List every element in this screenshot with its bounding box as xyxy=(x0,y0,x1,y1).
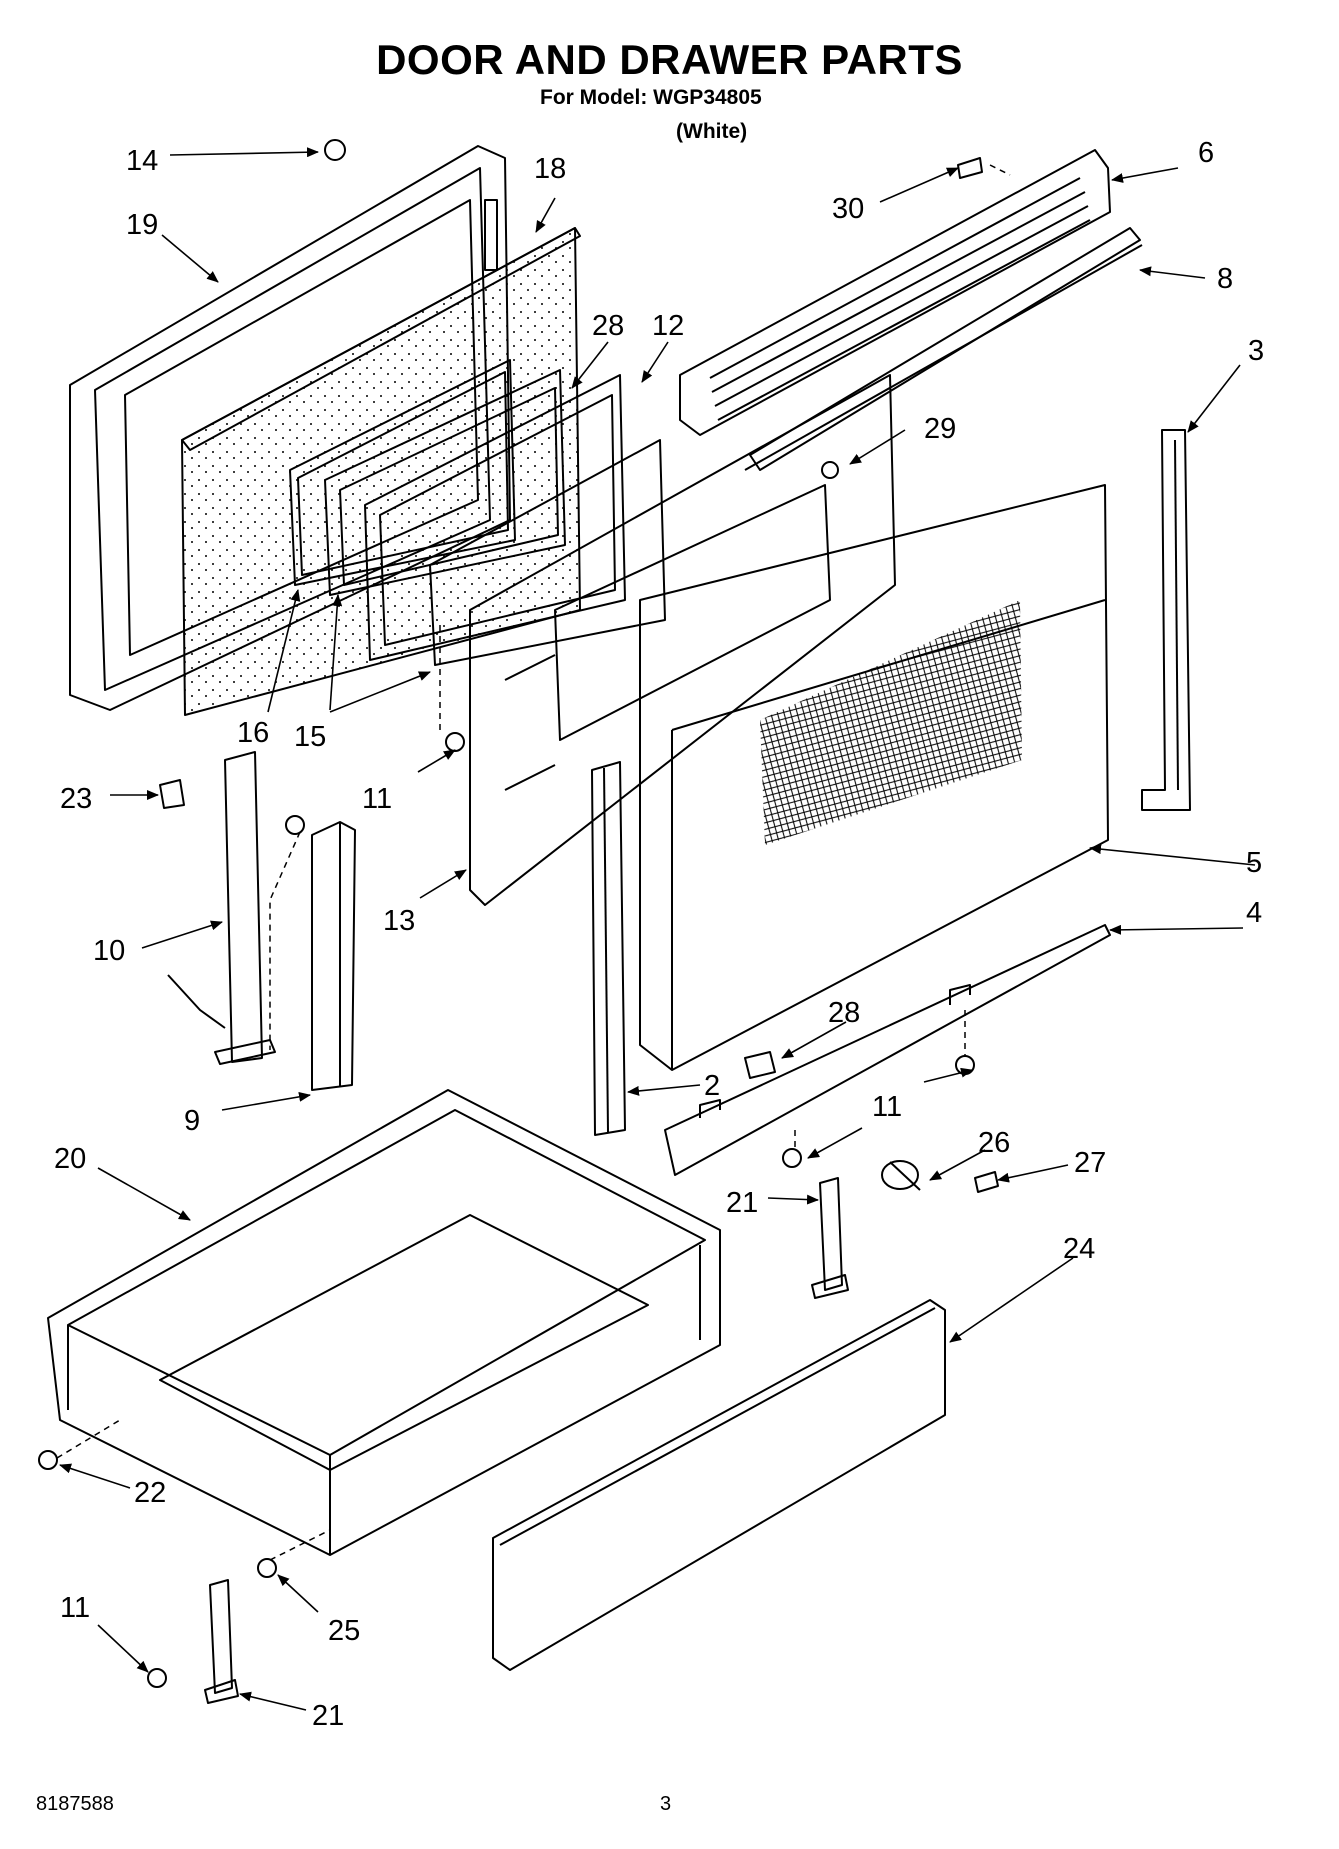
part-4-hinge-rail xyxy=(664,924,1111,1176)
part-6-vent-panel xyxy=(679,149,1111,436)
callout-19: 19 xyxy=(126,209,158,241)
callout-15: 15 xyxy=(294,721,326,753)
part-20-storage-drawer xyxy=(47,1089,721,1556)
part-16-door-gasket xyxy=(289,359,516,586)
callout-leaders xyxy=(59,147,1256,1711)
document-number: 8187588 xyxy=(36,1793,114,1815)
part-21-drawer-bracket-lower xyxy=(204,1579,239,1704)
part-3-side-trim xyxy=(1141,429,1191,811)
callout-20: 20 xyxy=(54,1143,86,1175)
part-9-hinge-cover xyxy=(311,821,356,1091)
part-21-drawer-bracket-upper xyxy=(811,1177,849,1299)
callout-21-lower: 21 xyxy=(312,1700,344,1732)
page-title: DOOR AND DRAWER PARTS xyxy=(376,36,963,83)
screw-part-11-hinge xyxy=(285,815,305,835)
assembly-guide-lines xyxy=(56,164,1011,1561)
callout-18: 18 xyxy=(534,153,566,185)
screw-part-25 xyxy=(257,1558,277,1578)
callout-12: 12 xyxy=(652,310,684,342)
callout-27: 27 xyxy=(1074,1147,1106,1179)
callout-10: 10 xyxy=(93,935,125,967)
screw-part-30 xyxy=(957,157,983,179)
callout-11: 11 xyxy=(362,783,392,815)
callout-labels: 14 19 18 28 12 30 6 8 3 29 16 15 23 11 1… xyxy=(54,137,1264,1732)
callout-13: 13 xyxy=(383,905,415,937)
callout-11-rail: 11 xyxy=(872,1091,902,1123)
callout-6: 6 xyxy=(1198,137,1214,169)
callout-3: 3 xyxy=(1248,335,1264,367)
callout-22: 22 xyxy=(134,1477,166,1509)
screw-part-23 xyxy=(159,779,185,809)
callout-28: 28 xyxy=(592,310,624,342)
callout-2: 2 xyxy=(704,1070,720,1102)
page-number: 3 xyxy=(660,1793,672,1815)
callout-21: 21 xyxy=(726,1187,758,1219)
screw-part-29 xyxy=(821,461,839,479)
callout-5: 5 xyxy=(1246,847,1262,879)
screw-part-27 xyxy=(974,1171,999,1193)
part-2-door-trim xyxy=(591,761,626,1136)
part-24-drawer-front xyxy=(492,1299,946,1671)
part-5-outer-door-panel xyxy=(639,484,1109,1071)
screw-part-11-upper xyxy=(445,732,465,752)
screw-part-22 xyxy=(38,1450,58,1470)
callout-11-lower: 11 xyxy=(60,1592,90,1624)
callout-25: 25 xyxy=(328,1615,360,1647)
callout-23: 23 xyxy=(60,783,92,815)
part-15-inner-glass-pack xyxy=(324,369,666,666)
part-28-clip xyxy=(744,1051,776,1079)
callout-9: 9 xyxy=(184,1105,200,1137)
callout-8: 8 xyxy=(1217,263,1233,295)
callout-29: 29 xyxy=(924,413,956,445)
part-26-roller xyxy=(881,1160,921,1191)
callout-14: 14 xyxy=(126,145,158,177)
callout-30: 30 xyxy=(832,193,864,225)
screw-part-11-drawer xyxy=(782,1148,802,1168)
screw-part-11-lower xyxy=(147,1668,167,1688)
part-8-door-handle xyxy=(744,227,1143,471)
callout-28-lower: 28 xyxy=(828,997,860,1029)
model-line: For Model: WGP34805 xyxy=(540,86,762,109)
screw-part-14 xyxy=(324,139,346,161)
color-line: (White) xyxy=(676,120,748,143)
callout-16: 16 xyxy=(237,717,269,749)
callout-4: 4 xyxy=(1246,897,1262,929)
part-10-hinge xyxy=(167,751,276,1065)
callout-26: 26 xyxy=(978,1127,1010,1159)
callout-24: 24 xyxy=(1063,1233,1095,1265)
